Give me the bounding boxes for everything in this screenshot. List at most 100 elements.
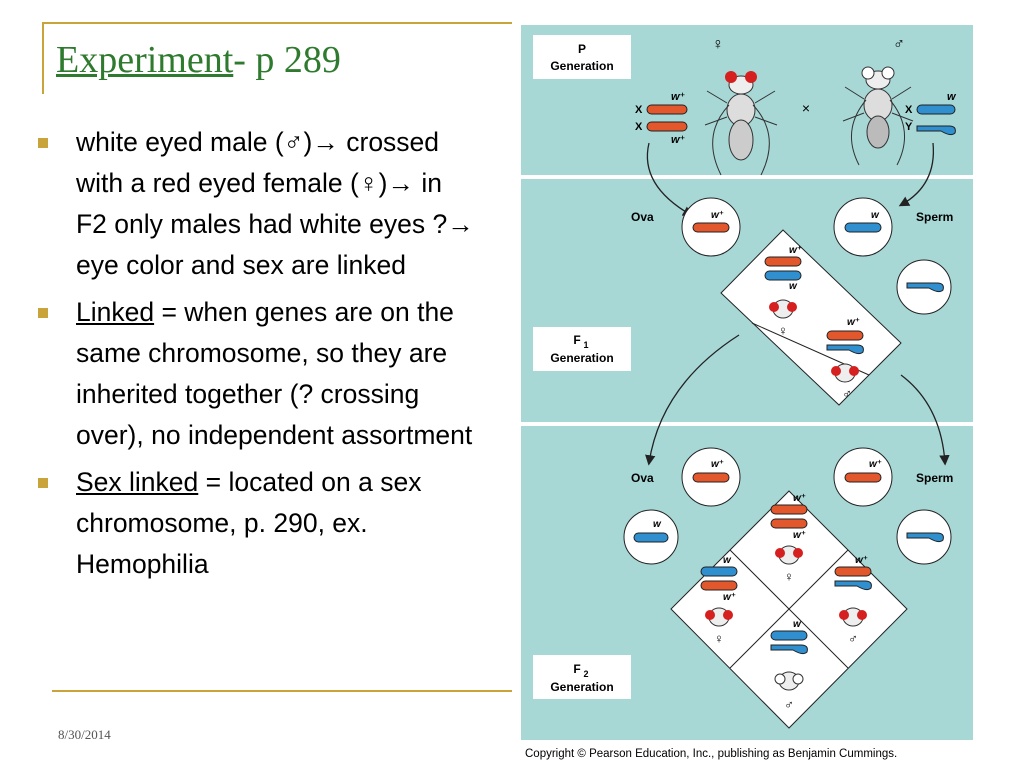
arrow [898,142,935,207]
x-chromosome-red [844,472,882,483]
bullet-marker [38,138,48,148]
female-symbol: ♀ [778,323,788,338]
male-symbol: ♂ [893,36,905,53]
arrow [900,374,950,466]
slide-title: Experiment- p 289 [56,38,341,82]
slide-title-main: Experiment [56,39,234,81]
allele-label: w⁺ [671,91,686,103]
sperm-label: Sperm [916,471,953,485]
bullet-text: = when genes are on the same chromosome,… [76,297,473,450]
bullet-text: white eyed male (♂)→ crossed with a red … [76,127,474,280]
figure-copyright: Copyright © Pearson Education, Inc., pub… [525,748,898,760]
fly-head-red-eye [831,363,859,383]
y-chromosome [916,125,956,136]
fly-head-white-eye [774,671,804,691]
allele-label: w⁺ [855,555,868,566]
x-chromosome-blue [633,532,669,543]
ova-label: Ova [631,210,654,224]
male-symbol: ♂ [848,631,858,646]
slide-date: 8/30/2014 [58,727,111,742]
bullet-term: Linked [76,297,155,327]
allele-label: w⁺ [711,210,724,221]
footer-accent-line [52,690,512,692]
allele-label: w⁺ [789,245,802,256]
y-chromosome [834,580,872,591]
svg-text:P: P [578,42,586,56]
allele-label: w⁺ [671,134,686,146]
female-symbol: ♀ [784,569,794,584]
y-chromosome [826,344,864,355]
bullet-term: Sex linked [76,467,199,497]
svg-text:Generation: Generation [550,680,613,694]
f1-generation-label: F 1 Generation [533,327,631,371]
female-symbol: ♀ [712,36,724,53]
x-chromosome-blue [916,104,956,115]
svg-text:F: F [573,662,580,676]
bullet-marker [38,478,48,488]
title-accent-horizontal [42,22,512,24]
female-fly-red-eye [704,71,778,176]
arrow [646,142,694,217]
allele-label: w⁺ [847,317,860,328]
x-chromosome-blue [764,270,802,281]
inheritance-figure: P Generation F 1 Generation F 2 Generati… [521,25,973,740]
chrom-x-label: X [905,104,913,116]
svg-text:Generation: Generation [550,351,613,365]
male-fly-white-eye [842,66,914,166]
chrom-x-label: X [635,121,643,133]
slide-title-rest: - p 289 [233,39,341,81]
x-chromosome-blue [770,630,808,641]
fly-head-red-eye [705,607,733,627]
allele-label: w⁺ [793,530,806,541]
x-chromosome-blue [844,222,882,233]
p-generation-label: P Generation [533,35,631,79]
chrom-y-label: Y [905,121,913,133]
f2-generation-label: F 2 Generation [533,655,631,699]
y-chromosome [906,532,944,543]
x-chromosome-red [692,222,730,233]
x-chromosome-red [826,330,864,341]
bullet-text: = located on a sex chromosome, p. 290, e… [76,467,422,579]
allele-label: w⁺ [723,592,736,603]
arrow [645,334,740,466]
male-symbol: ♂ [842,386,852,401]
x-chromosome-red [646,104,688,115]
ova-label: Ova [631,471,654,485]
bullet-item-2: Linked = when genes are on the same chro… [36,292,476,456]
cross-symbol: × [802,100,810,116]
female-symbol: ♀ [714,631,724,646]
fly-head-red-eye [839,607,867,627]
svg-text:F: F [573,333,580,347]
svg-text:1: 1 [583,340,588,350]
bullet-list: white eyed male (♂)→ crossed with a red … [36,122,476,591]
sperm-label: Sperm [916,210,953,224]
x-chromosome-red [646,121,688,132]
svg-text:2: 2 [583,669,588,679]
allele-label: w [789,281,798,292]
bullet-item-1: white eyed male (♂)→ crossed with a red … [36,122,476,286]
x-chromosome-red [834,566,872,577]
allele-label: w⁺ [711,459,724,470]
allele-label: w [871,210,880,221]
allele-label: w⁺ [793,493,806,504]
y-chromosome [906,282,944,293]
y-chromosome [770,644,808,655]
allele-label: w [723,555,732,566]
svg-text:Generation: Generation [550,59,613,73]
allele-label: w [653,519,662,530]
x-chromosome-red [700,580,738,591]
fly-head-red-eye [769,299,797,319]
x-chromosome-red [770,518,808,529]
x-chromosome-red [764,256,802,267]
bullet-marker [38,308,48,318]
fly-head-red-eye [775,545,803,565]
chrom-x-label: X [635,104,643,116]
x-chromosome-blue [700,566,738,577]
allele-label: w [793,619,802,630]
allele-label: w [947,91,957,103]
male-symbol: ♂ [784,697,794,712]
x-chromosome-red [770,504,808,515]
title-accent-vertical [42,22,44,94]
allele-label: w⁺ [869,459,882,470]
bullet-item-3: Sex linked = located on a sex chromosome… [36,462,476,585]
